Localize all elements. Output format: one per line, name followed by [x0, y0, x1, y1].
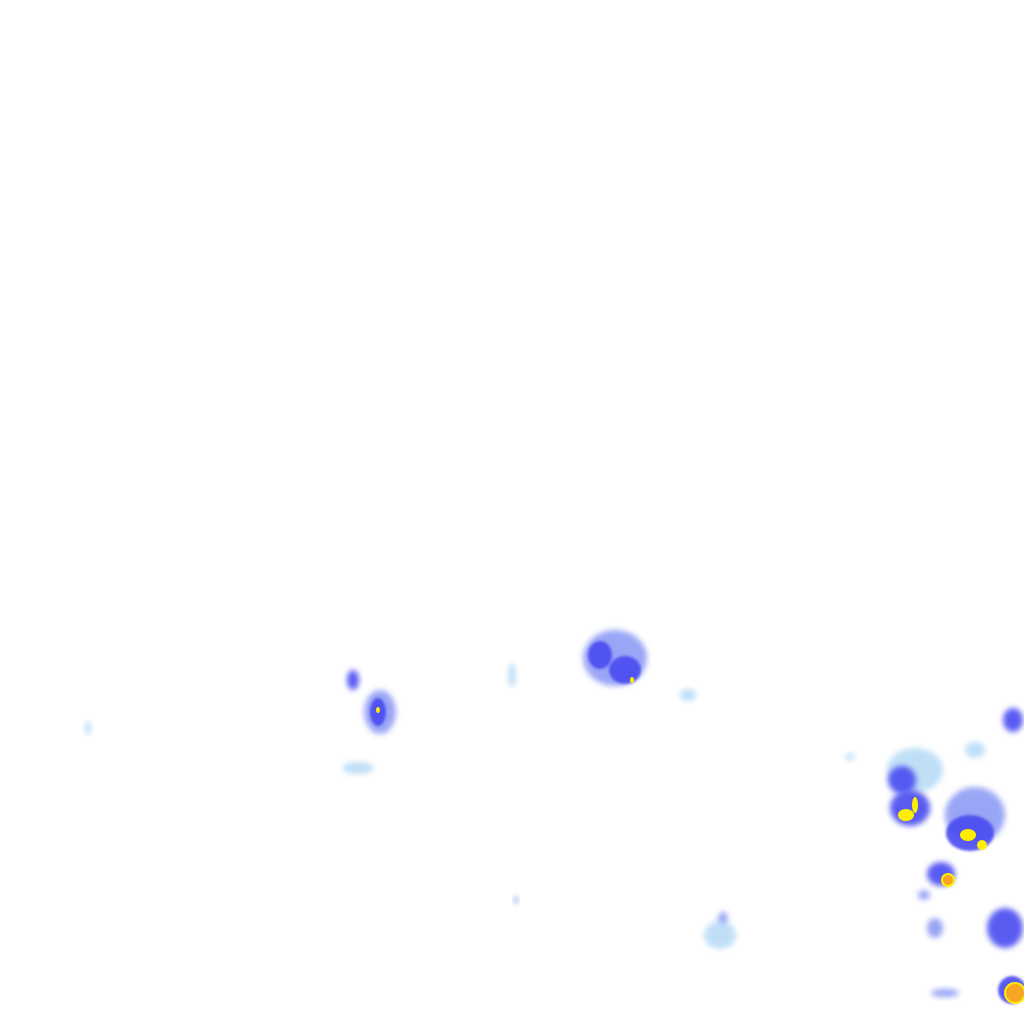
precipitation-cell-strong [588, 641, 612, 669]
precipitation-cell-medium [931, 989, 959, 997]
precipitation-cell-light [680, 689, 696, 701]
precipitation-core-heavy [977, 840, 987, 850]
precipitation-core-heavy [898, 809, 914, 821]
precipitation-core-intense [941, 873, 955, 887]
precipitation-cell-medium [918, 890, 930, 900]
precipitation-core-intense [1004, 982, 1024, 1004]
precipitation-core-heavy [912, 797, 918, 813]
precipitation-core-heavy [960, 829, 976, 841]
precipitation-cell-light [704, 921, 736, 949]
precipitation-cell-light [342, 762, 374, 774]
precipitation-cell-medium [927, 918, 943, 938]
precipitation-cell-strong [987, 908, 1023, 948]
precipitation-cell-strong [890, 790, 930, 826]
precipitation-cell-strong [888, 766, 916, 794]
precipitation-cell-medium [514, 896, 518, 904]
precipitation-cell-light [508, 663, 516, 687]
precipitation-cell-light [846, 753, 854, 761]
precipitation-core-heavy [376, 707, 380, 713]
precipitation-cell-strong [609, 656, 641, 684]
precipitation-cell-light [85, 721, 91, 735]
precipitation-cell-strong [1003, 708, 1023, 732]
precipitation-cell-light [965, 742, 985, 758]
precipitation-core-heavy [630, 677, 634, 683]
precipitation-cell-strong [347, 670, 359, 690]
precipitation-cell-medium [718, 912, 728, 924]
